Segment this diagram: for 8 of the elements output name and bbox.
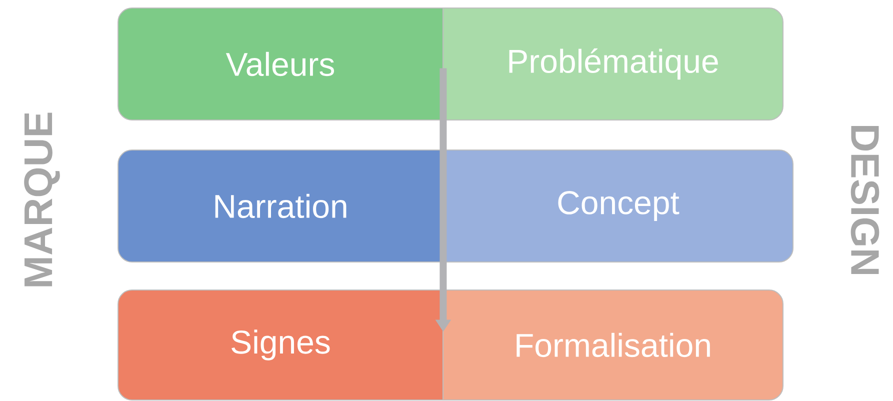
process-box: Signes <box>118 290 444 400</box>
side-label: DESIGN <box>850 126 880 274</box>
side-label: MARQUE <box>24 112 60 286</box>
process-box: Concept <box>442 150 794 262</box>
process-box: Problématique <box>442 8 784 120</box>
process-box: Formalisation <box>442 290 784 400</box>
process-box: Narration <box>118 150 444 262</box>
process-box: Valeurs <box>118 8 444 120</box>
